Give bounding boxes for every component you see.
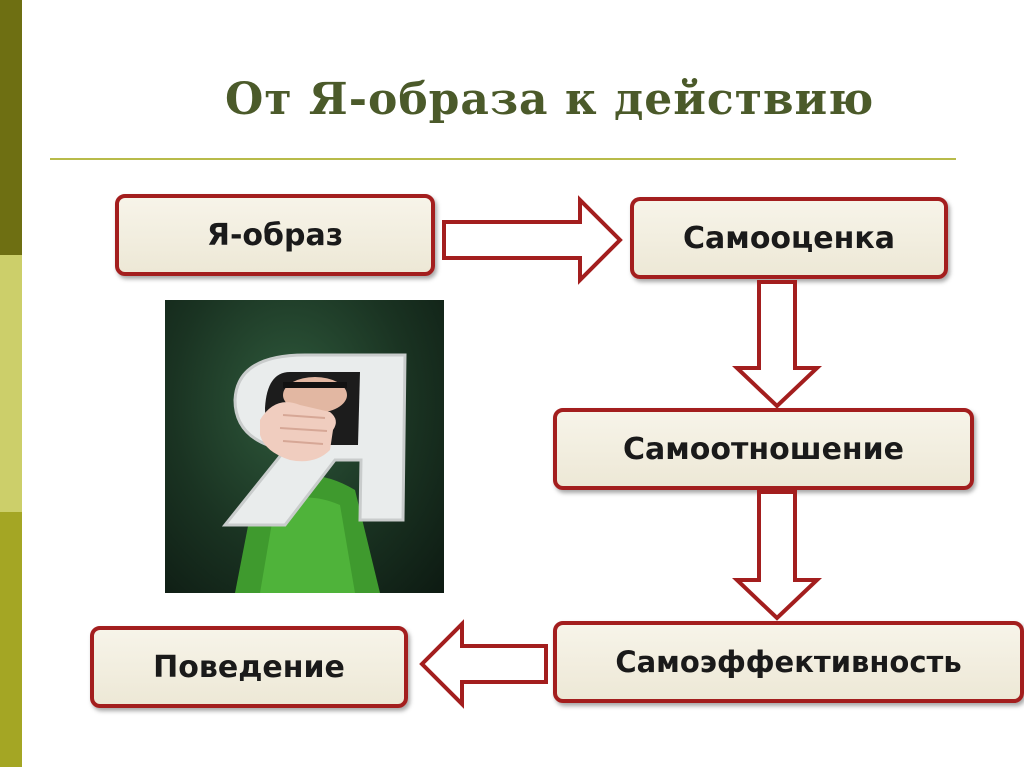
arrow-right-icon bbox=[442, 195, 623, 285]
title-divider bbox=[50, 158, 956, 160]
photo-person-holding-letter-ya bbox=[165, 300, 444, 593]
slide-title: От Я-образа к действию bbox=[225, 74, 875, 125]
arrow-left-icon bbox=[419, 619, 548, 709]
side-accent-bar-top bbox=[0, 0, 22, 255]
arrow-down-icon bbox=[731, 490, 823, 621]
node-ya-obraz: Я-образ bbox=[115, 194, 435, 276]
arrow-down-icon bbox=[731, 280, 823, 409]
side-accent-bar-middle bbox=[0, 255, 22, 512]
node-self-esteem: Самооценка bbox=[630, 197, 948, 279]
node-behavior: Поведение bbox=[90, 626, 408, 708]
node-self-attitude: Самоотношение bbox=[553, 408, 974, 490]
side-accent-bar-bottom bbox=[0, 512, 22, 767]
node-self-efficacy: Самоэффективность bbox=[553, 621, 1024, 703]
